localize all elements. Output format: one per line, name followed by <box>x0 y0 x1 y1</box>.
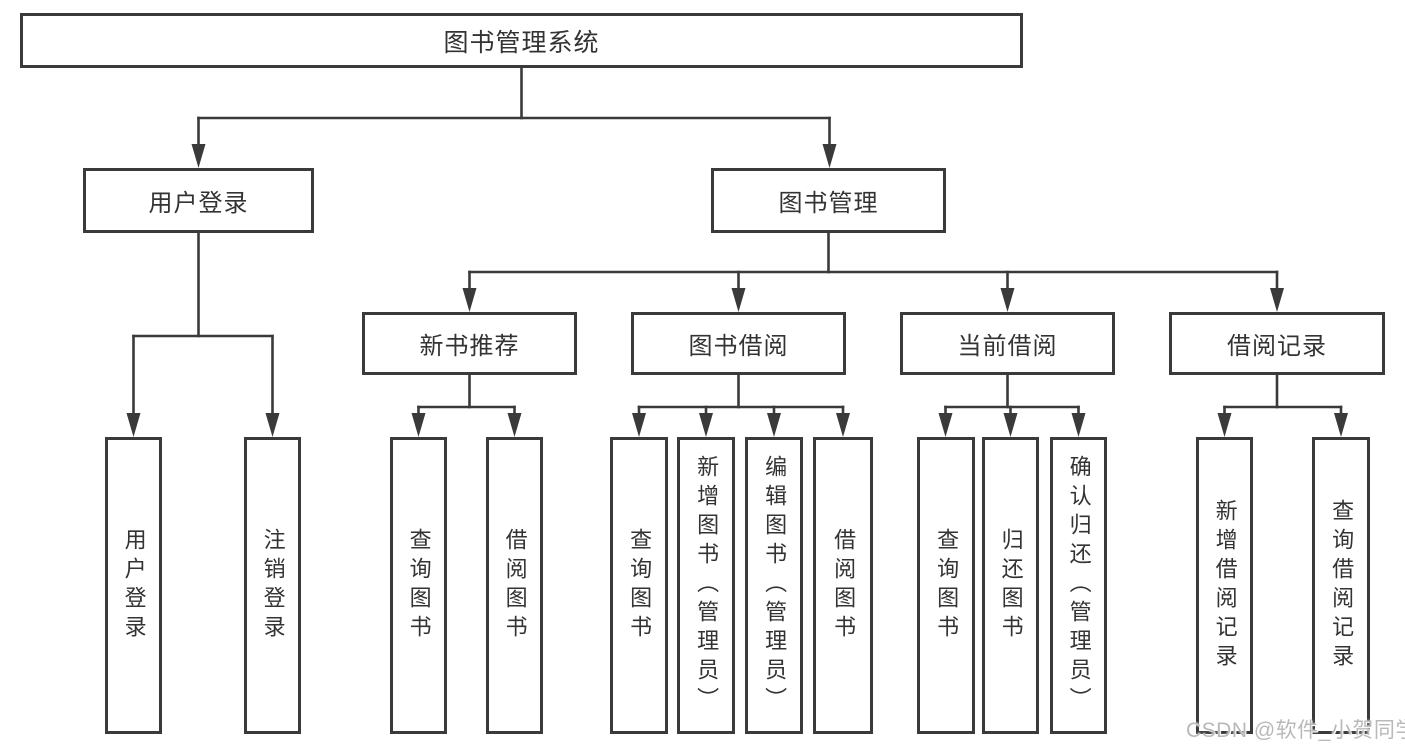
node-rec-query-books: 查询图书 <box>390 437 447 734</box>
node-logout-action: 注销登录 <box>244 437 301 734</box>
arrowhead-icon <box>1000 288 1015 312</box>
node-label: 图书借阅 <box>688 333 789 360</box>
node-label: 借阅记录 <box>1227 333 1327 360</box>
node-label: 归还图书 <box>998 527 1024 644</box>
arrowhead-icon <box>1217 413 1232 437</box>
arrowhead-icon <box>507 413 522 437</box>
node-borrow-add-books: 新增图书（管理员） <box>677 437 735 734</box>
node-user-login-action: 用户登录 <box>105 437 162 734</box>
node-label: 借阅图书 <box>502 527 528 644</box>
arrowhead-icon <box>191 144 206 168</box>
node-label: 查询图书 <box>934 527 960 644</box>
node-label: 新增图书（管理员） <box>694 455 720 716</box>
node-current-return-books: 归还图书 <box>982 437 1039 734</box>
node-label: 当前借阅 <box>957 333 1058 360</box>
arrowhead-icon <box>1270 288 1284 312</box>
arrowhead-icon <box>767 413 781 437</box>
node-current-confirm-return: 确认归还（管理员） <box>1050 437 1107 734</box>
node-borrow-edit-books: 编辑图书（管理员） <box>745 437 803 734</box>
node-label: 注销登录 <box>260 527 286 644</box>
node-label: 编辑图书（管理员） <box>762 455 788 716</box>
watermark: CSDN @软件_小贺同学 <box>1186 719 1405 742</box>
node-user-login: 用户登录 <box>83 168 314 233</box>
node-label: 图书管理系统 <box>443 28 600 57</box>
arrowhead-icon <box>938 413 953 437</box>
arrowhead-icon <box>731 288 746 312</box>
node-label: 新增借阅记录 <box>1212 498 1238 673</box>
node-label: 图书管理 <box>778 190 879 217</box>
arrowhead-icon <box>1071 413 1086 437</box>
node-rec-borrow-books: 借阅图书 <box>486 437 543 734</box>
node-borrow-query-books: 查询图书 <box>610 437 668 734</box>
node-label: 用户登录 <box>121 527 147 644</box>
node-label: 查询图书 <box>406 527 432 644</box>
node-borrow-records: 借阅记录 <box>1169 312 1385 375</box>
node-current-query-books: 查询图书 <box>917 437 975 734</box>
node-label: 借阅图书 <box>831 527 857 644</box>
node-book-mgmt: 图书管理 <box>711 168 946 233</box>
arrowhead-icon <box>126 413 141 437</box>
node-label: 新书推荐 <box>419 333 520 360</box>
node-root: 图书管理系统 <box>20 13 1023 68</box>
arrowhead-icon <box>836 413 850 437</box>
arrowhead-icon <box>632 413 646 437</box>
node-borrow-borrow-books: 借阅图书 <box>813 437 873 734</box>
node-label: 确认归还（管理员） <box>1066 455 1092 716</box>
node-records-query-record: 查询借阅记录 <box>1312 437 1370 734</box>
node-records-add-record: 新增借阅记录 <box>1196 437 1253 734</box>
arrowhead-icon <box>822 144 837 168</box>
node-label: 用户登录 <box>148 190 249 217</box>
node-new-book-rec: 新书推荐 <box>362 312 577 375</box>
arrowhead-icon <box>699 413 713 437</box>
arrowhead-icon <box>265 413 280 437</box>
arrowhead-icon <box>462 288 477 312</box>
node-book-borrow: 图书借阅 <box>631 312 846 375</box>
node-current-borrow: 当前借阅 <box>900 312 1115 375</box>
node-label: 查询借阅记录 <box>1329 498 1355 673</box>
arrowhead-icon <box>411 413 426 437</box>
arrowhead-icon <box>1334 413 1348 437</box>
arrowhead-icon <box>1003 413 1018 437</box>
node-label: 查询图书 <box>627 527 653 644</box>
